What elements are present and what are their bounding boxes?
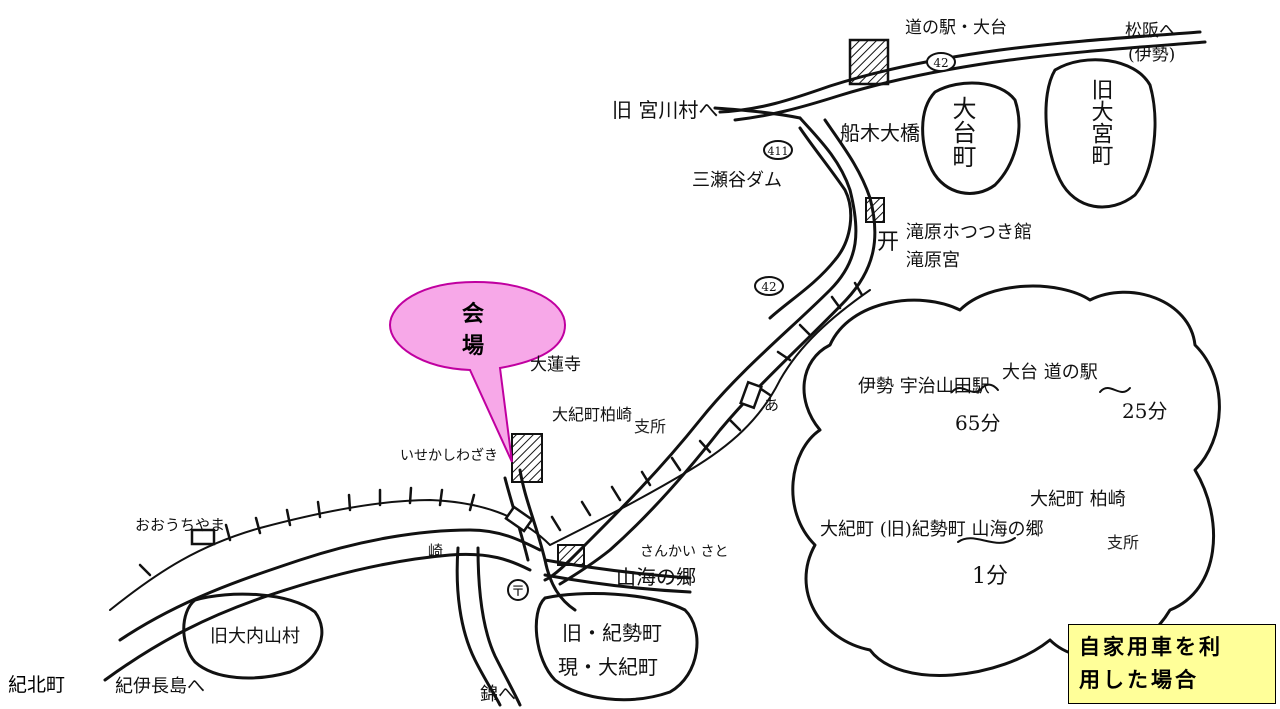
legend-row2-branch: 支所 <box>1107 534 1139 552</box>
route-badges: 42 42 411 〒 <box>507 52 956 601</box>
route-42-mid-label: 42 <box>761 280 776 294</box>
old-miyagawa-label: 旧 宮川村へ <box>612 98 718 122</box>
legend-row2-duration: 1分 <box>972 564 1008 589</box>
ouchiyama-station-label: おおうちやま <box>135 516 225 534</box>
river <box>103 126 853 682</box>
town-outlines <box>182 58 1157 702</box>
route-411-label: 411 <box>768 145 789 158</box>
old-ouchiyama-outline <box>182 592 324 680</box>
saki-label: 崎 <box>428 542 443 560</box>
ise-label: (伊勢) <box>1128 45 1175 65</box>
branch-office-label: 支所 <box>634 418 666 436</box>
map-labels: 道の駅・大台 松阪へ (伊勢) 旧 宮川村へ 船木大橋 三瀬谷ダム 开 滝原ホつ… <box>115 18 1176 705</box>
caption-line-1: 自家用車を利 <box>1079 635 1223 659</box>
legend-row1-duration: 65分 <box>955 411 1000 435</box>
route-42-top-label: 42 <box>933 56 948 70</box>
kihoku-town-label: 紀北町 <box>8 674 66 696</box>
current-taiki-label: 現・大紀町 <box>558 655 658 679</box>
legend-row2-to: 大紀町 柏崎 <box>1030 489 1126 510</box>
shrine-icon: 开 <box>877 230 899 255</box>
ise-kashiwazaki-label: いせかしわざき <box>400 447 498 464</box>
funaki-bridge-label: 船木大橋 <box>840 121 920 145</box>
old-omiya-label: 旧大宮町 <box>1088 78 1114 166</box>
nishiki-label: 錦へ <box>480 684 516 705</box>
ouchiyama-station-icon <box>190 528 216 546</box>
dairenji-label: 大蓮寺 <box>530 355 581 375</box>
venue-label: 会 場 <box>461 302 494 359</box>
legend-row1-from: 伊勢 宇治山田駅 <box>858 376 990 397</box>
sankai-building-icon <box>557 544 585 566</box>
caption-box: 自家用車を利 用した場合 <box>1068 624 1276 704</box>
post-office-icon: 〒 <box>511 584 525 600</box>
legend-row1-tail: 25分 <box>1122 399 1167 423</box>
odai-town-label: 大台町 <box>948 96 976 168</box>
railway <box>109 281 871 611</box>
ane-station-icon <box>739 380 763 410</box>
ise-kashiwazaki-station-icon <box>504 505 534 533</box>
old-ouchiyama-label: 旧大内山村 <box>210 626 300 647</box>
sankai-kana-label: さんかい さと <box>640 544 728 560</box>
vertical-town-labels: 大台町 旧大宮町 <box>948 78 1114 168</box>
legend-connector-3 <box>957 537 1016 544</box>
legend-connector-2 <box>1099 387 1131 393</box>
buildings <box>511 38 890 566</box>
takihara-building-icon <box>865 197 885 223</box>
legend-row2-from: 大紀町 (旧)紀勢町 山海の郷 <box>820 519 1044 540</box>
legend-connector-1 <box>951 383 999 393</box>
takihara-ichi-label: 滝原ホつつき館 <box>906 222 1032 243</box>
kashiwazaki-label: 大紀町柏崎 <box>552 405 632 424</box>
old-kisei-outline <box>534 592 699 702</box>
misedani-dam-label: 三瀬谷ダム <box>692 170 782 191</box>
sankai-sato-label: 山海の郷 <box>616 565 696 589</box>
miyagawa-road <box>713 106 802 120</box>
ane-station-label: あ <box>764 396 779 414</box>
matsusaka-label: 松阪へ <box>1125 21 1176 41</box>
legend-cloud <box>791 284 1221 677</box>
venue-bubble <box>388 280 567 463</box>
stations <box>190 380 763 546</box>
branch-office-building-icon <box>511 433 543 483</box>
michinoeki-building-icon <box>848 38 890 86</box>
old-kisei-label: 旧・紀勢町 <box>562 621 662 645</box>
old-omiya-outline <box>1044 58 1157 209</box>
michinoeki-label: 道の駅・大台 <box>905 18 1007 38</box>
legend-text: 伊勢 宇治山田駅 65分 大台 道の駅 25分 大紀町 (旧)紀勢町 山海の郷 … <box>820 362 1167 589</box>
caption-line-2: 用した場合 <box>1079 668 1199 692</box>
takihara-shrine-label: 滝原宮 <box>906 250 960 271</box>
legend-row1-to: 大台 道の駅 <box>1002 362 1098 383</box>
odai-town-outline <box>921 81 1021 195</box>
kiinagashima-label: 紀伊長島へ <box>115 676 205 697</box>
